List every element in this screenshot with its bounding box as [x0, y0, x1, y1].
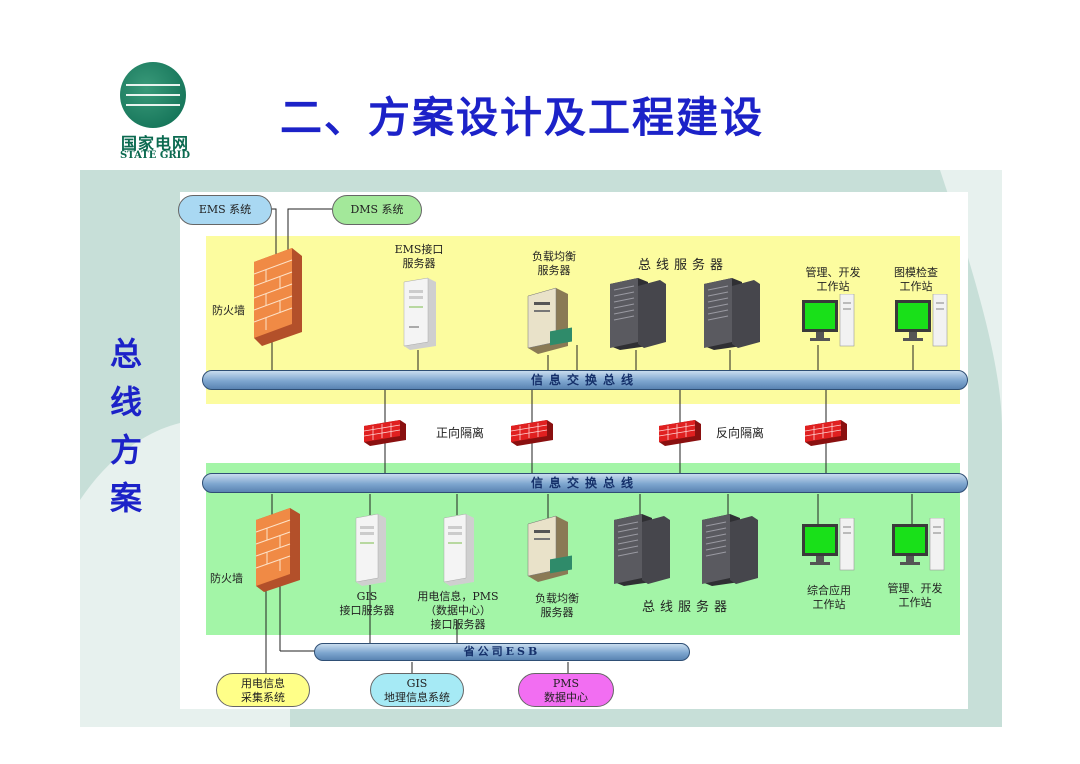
logo-name-en: STATE GRID — [119, 150, 191, 161]
upper-mgmt-workstation-label: 管理、开发 工作站 — [805, 266, 861, 293]
ems-server-label: EMS接口 服务器 — [394, 243, 444, 270]
lower-mgmt-workstation-label: 管理、开发 工作站 — [887, 582, 943, 609]
page-title: 二、方案设计及工程建设 — [280, 93, 765, 142]
lower-mgmt-workstation-icon — [890, 518, 948, 574]
reverse-isolation-icon-1 — [657, 420, 703, 446]
lower-load-balancer-icon — [524, 514, 574, 584]
pms-server-label: 用电信息，PMS （数据中心） 接口服务器 — [417, 590, 499, 631]
upper-model-workstation-label: 图模检查 工作站 — [894, 266, 938, 293]
lower-bus-servers-label: 总线服务器 — [642, 600, 733, 615]
upper-firewall-label: 防火墙 — [212, 304, 245, 317]
upper-rack-server-icon-2 — [702, 276, 760, 350]
upper-bus-servers-label: 总线服务器 — [638, 258, 729, 273]
state-grid-logo-icon — [120, 62, 186, 128]
upper-load-balancer-icon — [524, 286, 574, 356]
upper-model-workstation-icon — [893, 294, 951, 350]
upper-info-exchange-bus: 信息交换总线 — [202, 370, 968, 390]
upper-mgmt-workstation-icon — [800, 294, 858, 350]
pms-data-center-node: PMS 数据中心 — [518, 673, 614, 707]
app-workstation-icon — [800, 518, 858, 574]
upper-load-balancer-label: 负载均衡 服务器 — [532, 250, 576, 277]
reverse-isolation-label: 反向隔离 — [716, 426, 765, 440]
lower-info-exchange-bus: 信息交换总线 — [202, 473, 968, 493]
lower-firewall-label: 防火墙 — [210, 572, 243, 585]
pms-server-tower-icon — [440, 512, 476, 586]
reverse-isolation-icon-2 — [803, 420, 849, 446]
provincial-esb-bus: 省公司ESB — [314, 643, 690, 661]
gis-system-node: GIS 地理信息系统 — [370, 673, 464, 707]
lower-rack-server-icon-2 — [700, 512, 758, 586]
forward-isolation-label: 正向隔离 — [436, 426, 485, 440]
logo-name-cn: 国家电网 — [120, 134, 189, 153]
gis-server-tower-icon — [352, 512, 388, 586]
firewall-icon — [248, 248, 304, 346]
lower-firewall-icon — [250, 508, 302, 592]
app-workstation-label: 综合应用 工作站 — [807, 584, 851, 611]
upper-rack-server-icon-1 — [608, 276, 666, 350]
consumption-system-node: 用电信息 采集系统 — [216, 673, 310, 707]
side-title: 总 线 方 案 — [109, 335, 142, 517]
lower-rack-server-icon-1 — [612, 512, 670, 586]
ems-system-node: EMS 系统 — [178, 195, 272, 225]
lower-load-balancer-label: 负载均衡 服务器 — [535, 592, 579, 619]
forward-isolation-icon-2 — [509, 420, 555, 446]
gis-server-label: GIS 接口服务器 — [339, 590, 395, 617]
dms-system-node: DMS 系统 — [332, 195, 422, 225]
forward-isolation-icon-1 — [362, 420, 408, 446]
ems-server-tower-icon — [400, 276, 438, 350]
